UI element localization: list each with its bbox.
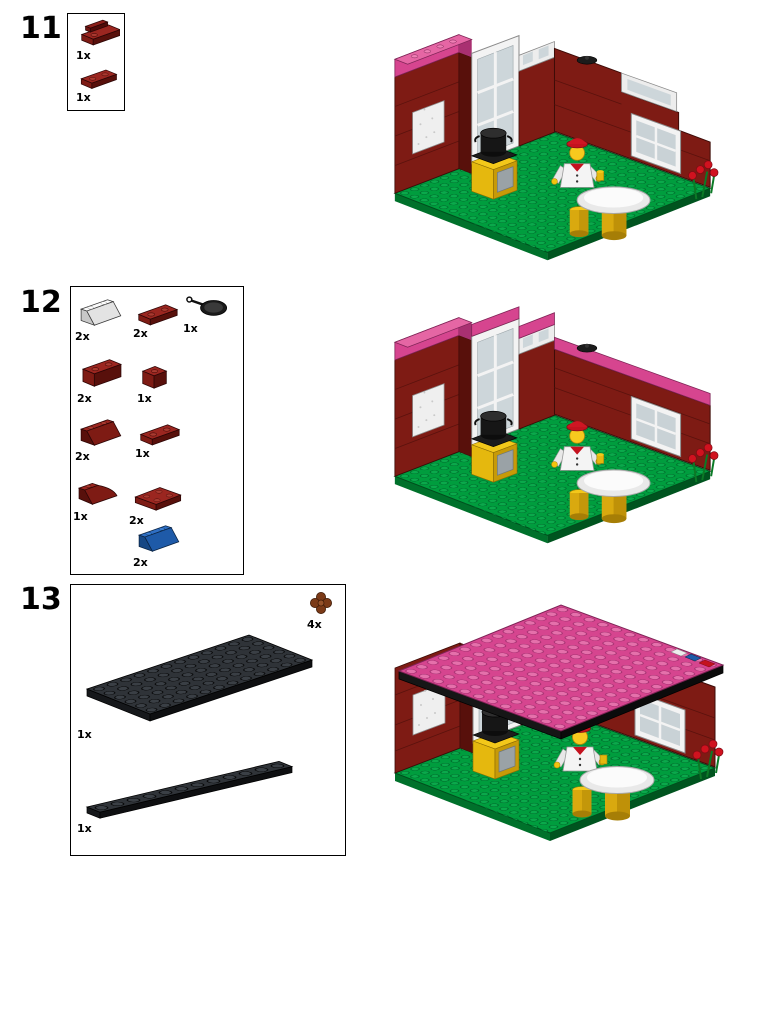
assembly-render-step-11 xyxy=(385,5,720,283)
part-frying-pan: 1x xyxy=(183,293,233,335)
parts-callout-step-12: 2x 2x 1x xyxy=(70,286,244,575)
part-blue-slope: 2x xyxy=(133,521,183,569)
part-dark-red-plate-b: 1x xyxy=(135,419,183,460)
part-thumbnail-white-slope xyxy=(79,299,122,326)
part-thumbnail-black-long-plate xyxy=(85,760,294,819)
parts-callout-step-13: 4x 1x xyxy=(70,584,346,856)
part-quantity: 1x xyxy=(73,510,88,523)
part-quantity: 4x xyxy=(307,618,322,631)
part-black-1x12-plate: 1x xyxy=(77,757,317,835)
part-quantity: 1x xyxy=(135,447,150,460)
part-thumbnail-plate-with-handle xyxy=(80,19,120,46)
part-brown-flower: 4x xyxy=(307,589,335,631)
part-quantity: 1x xyxy=(76,49,91,62)
part-dark-red-brick-1x1: 1x xyxy=(137,357,173,405)
part-quantity: 2x xyxy=(129,514,144,527)
part-quantity: 2x xyxy=(75,330,90,343)
part-thumbnail-red-slope xyxy=(79,419,122,446)
part-quantity: 2x xyxy=(133,327,148,340)
part-thumbnail-red-2x2-plate xyxy=(134,487,182,511)
part-quantity: 2x xyxy=(75,450,90,463)
part-thumbnail-red-brick-1x1 xyxy=(141,366,168,389)
part-thumbnail-red-plate xyxy=(80,69,118,89)
part-thumbnail-red-plate xyxy=(137,304,179,326)
step-number-11: 11 xyxy=(20,11,62,46)
part-thumbnail-red-brick-1x2 xyxy=(81,359,123,387)
step-number-12: 12 xyxy=(20,285,62,320)
part-dark-red-plate: 2x xyxy=(133,299,181,340)
part-quantity: 1x xyxy=(183,322,198,335)
part-quantity: 1x xyxy=(77,728,92,741)
part-quantity: 1x xyxy=(137,392,152,405)
part-thumbnail-brown-flower xyxy=(310,592,332,614)
part-quantity: 2x xyxy=(133,556,148,569)
part-quantity: 1x xyxy=(76,91,91,104)
part-dark-red-curved-slope: 1x xyxy=(73,473,123,523)
assembly-illustration-step-13 xyxy=(393,604,725,841)
part-quantity: 1x xyxy=(77,822,92,835)
part-thumbnail-red-plate xyxy=(139,424,181,446)
part-thumbnail-blue-slope xyxy=(137,525,180,552)
part-quantity: 2x xyxy=(77,392,92,405)
assembly-illustration-step-12 xyxy=(393,306,719,544)
parts-callout-step-11: 1x 1x xyxy=(67,13,125,111)
part-white-slope: 2x xyxy=(75,295,125,343)
part-dark-red-slope: 2x xyxy=(75,415,125,463)
part-dark-red-1x2-plate-with-handle: 1x xyxy=(76,19,120,62)
assembly-illustration-step-11 xyxy=(393,34,719,261)
part-dark-red-1x2-plate: 1x xyxy=(76,64,120,104)
assembly-render-step-12 xyxy=(385,288,720,566)
assembly-render-step-13 xyxy=(385,578,725,873)
part-dark-red-2x2-plate: 2x xyxy=(129,479,187,527)
part-black-6x12-plate: 1x xyxy=(77,617,327,741)
step-number-13: 13 xyxy=(20,582,62,617)
part-thumbnail-red-curved-slope xyxy=(77,483,118,506)
part-thumbnail-black-large-plate xyxy=(85,634,314,722)
part-dark-red-brick-1x2: 2x xyxy=(77,353,125,405)
part-thumbnail-frying-pan xyxy=(186,296,228,316)
